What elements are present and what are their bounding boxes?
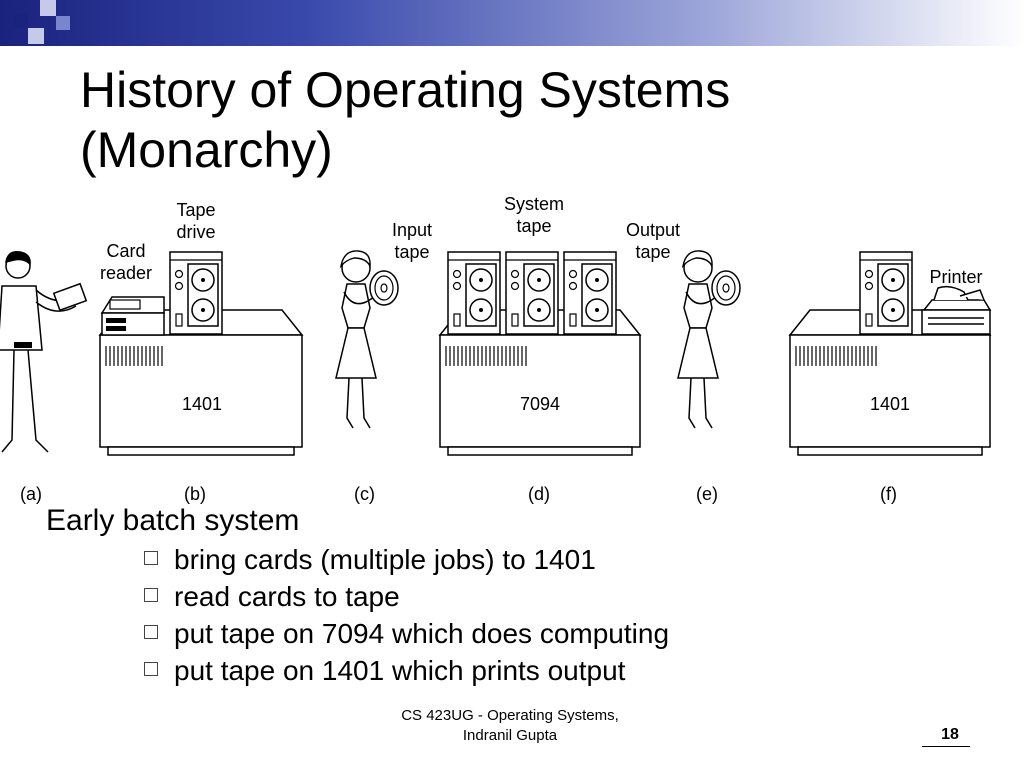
- square-bullet-icon: [144, 551, 158, 565]
- woman-input-tape: [335, 250, 399, 429]
- square-bullet-icon: [144, 625, 158, 639]
- machine-7094: [438, 309, 642, 456]
- footer-line-2: Indranil Gupta: [462, 727, 558, 744]
- main-bullet: Early batch system: [46, 504, 300, 537]
- corner-square-light: [28, 28, 44, 44]
- card-reader: [100, 296, 165, 336]
- output-tape-label-line-2: tape: [635, 242, 671, 262]
- machine-left-label: 1401: [181, 394, 223, 414]
- card-reader-label-line-1: Card: [106, 241, 146, 261]
- slide-body: Early batch system bring cards (multiple…: [46, 503, 986, 689]
- panel-label-a: (a): [20, 484, 42, 504]
- card-reader-label: Card reader: [88, 240, 164, 284]
- machine-1401-right: [788, 309, 992, 456]
- slide-number-underline: [922, 746, 970, 747]
- tape-drive-input: [447, 251, 501, 335]
- panel-label-d: (d): [528, 484, 550, 504]
- tape-drive-label: Tape drive: [160, 199, 232, 243]
- woman-output-tape: [677, 250, 741, 429]
- printer: [921, 285, 992, 335]
- square-bullet-icon: [144, 588, 158, 602]
- sub-bullet-text: put tape on 1401 which prints output: [174, 655, 626, 686]
- panel-label-f: (f): [880, 484, 897, 504]
- slide-title: History of Operating Systems (Monarchy): [80, 60, 980, 180]
- sub-bullet-text: bring cards (multiple jobs) to 1401: [174, 544, 596, 575]
- input-tape-label: Input tape: [378, 219, 446, 263]
- input-tape-label-line-2: tape: [394, 242, 430, 262]
- panel-label-c: (c): [354, 484, 375, 504]
- slide-number: 18: [941, 726, 959, 743]
- tape-drive-right: [859, 251, 913, 335]
- sub-bullet-text: read cards to tape: [174, 581, 400, 612]
- title-line-1: History of Operating Systems: [80, 62, 731, 118]
- sub-bullet: put tape on 1401 which prints output: [144, 652, 986, 689]
- header-band: [0, 0, 1024, 46]
- card-reader-label-line-2: reader: [99, 263, 153, 283]
- sub-bullet: put tape on 7094 which does computing: [144, 615, 986, 652]
- corner-square-mid: [56, 16, 70, 30]
- slide-footer: CS 423UG - Operating Systems, Indranil G…: [360, 706, 660, 746]
- tape-drive-label-line-1: Tape: [176, 200, 216, 220]
- corner-square-light: [40, 0, 56, 16]
- tape-drive-output: [563, 251, 617, 335]
- output-tape-label: Output tape: [614, 219, 692, 263]
- output-tape-label-line-1: Output: [625, 220, 681, 240]
- printer-label: Printer: [920, 266, 992, 288]
- sub-bullet: read cards to tape: [144, 578, 986, 615]
- sub-bullet-text: put tape on 7094 which does computing: [174, 618, 670, 649]
- square-bullet-icon: [144, 662, 158, 676]
- sub-bullet: bring cards (multiple jobs) to 1401: [144, 541, 986, 578]
- input-tape-label-line-1: Input: [391, 220, 433, 240]
- sub-bullet-list: bring cards (multiple jobs) to 1401 read…: [46, 541, 986, 689]
- corner-square-dark: [14, 14, 28, 28]
- system-tape-label: System tape: [494, 193, 574, 237]
- tape-drive-system: [505, 251, 559, 335]
- printer-label-text: Printer: [929, 267, 983, 287]
- panel-label-e: (e): [696, 484, 718, 504]
- system-tape-label-line-1: System: [503, 194, 564, 214]
- system-tape-label-line-2: tape: [516, 216, 552, 236]
- machine-center-label: 7094: [519, 394, 561, 414]
- machine-1401-left: [98, 309, 304, 456]
- man-with-cards: [0, 250, 88, 453]
- title-line-2: (Monarchy): [80, 122, 333, 178]
- tape-drive-label-line-2: drive: [176, 222, 216, 242]
- panel-label-b: (b): [184, 484, 206, 504]
- machine-right-label: 1401: [869, 394, 911, 414]
- tape-drive-left: [169, 251, 223, 335]
- footer-line-1: CS 423UG - Operating Systems,: [401, 707, 619, 724]
